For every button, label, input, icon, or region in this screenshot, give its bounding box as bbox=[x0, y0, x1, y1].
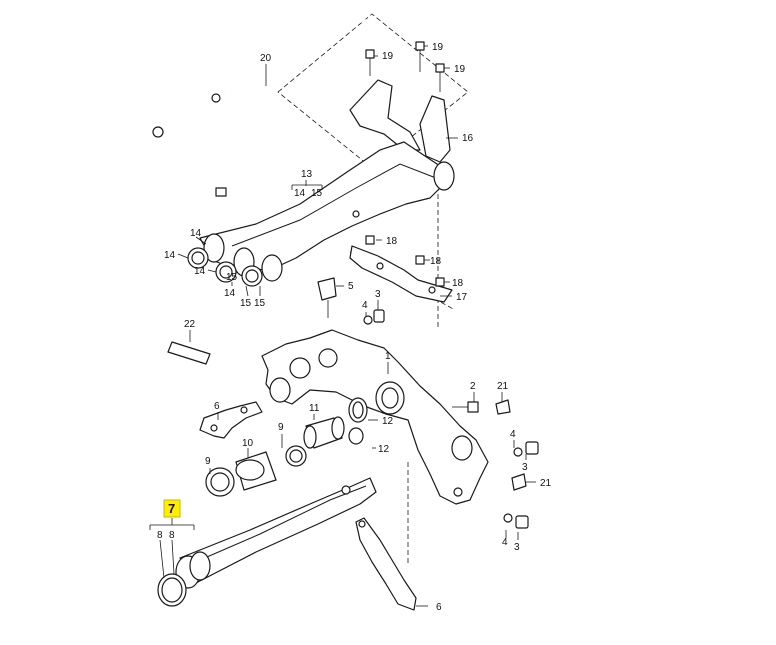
callout-3: 3 bbox=[514, 542, 520, 553]
callout-20: 20 bbox=[260, 53, 272, 64]
sleeve-10[interactable] bbox=[235, 451, 277, 491]
callout-14: 14 bbox=[294, 188, 306, 199]
callout-2: 2 bbox=[470, 381, 476, 392]
crossmember-13[interactable] bbox=[199, 141, 455, 282]
pipe-20[interactable] bbox=[152, 19, 367, 197]
callout-3: 3 bbox=[522, 462, 528, 473]
callout-15: 15 bbox=[240, 298, 252, 309]
callout-19: 19 bbox=[454, 64, 466, 75]
callout-15: 15 bbox=[254, 298, 266, 309]
gasket-6-left[interactable] bbox=[199, 401, 263, 439]
callout-22: 22 bbox=[184, 319, 196, 330]
callout-21: 21 bbox=[497, 381, 509, 392]
callout-16: 16 bbox=[462, 133, 474, 144]
seal-rings-14-15[interactable] bbox=[187, 247, 263, 287]
callout-9: 9 bbox=[205, 456, 211, 467]
sensor-5[interactable] bbox=[317, 277, 337, 318]
callout-15: 15 bbox=[311, 188, 323, 199]
callout-9: 9 bbox=[278, 422, 284, 433]
clamps-9[interactable] bbox=[205, 445, 307, 497]
callout-4: 4 bbox=[510, 429, 516, 440]
callout-11: 11 bbox=[309, 403, 320, 414]
callout-7-highlighted[interactable]: 7 bbox=[168, 501, 175, 516]
callout-21: 21 bbox=[540, 478, 552, 489]
callout-6: 6 bbox=[214, 401, 220, 412]
callout-14: 14 bbox=[164, 250, 176, 261]
callout-18: 18 bbox=[452, 278, 464, 289]
callout-5: 5 bbox=[348, 281, 354, 292]
callout-12: 12 bbox=[382, 416, 394, 427]
callout-12: 12 bbox=[378, 444, 390, 455]
tube-22[interactable] bbox=[167, 341, 211, 365]
plug-3-washer-4-top[interactable] bbox=[363, 309, 385, 325]
callout-10: 10 bbox=[242, 438, 254, 449]
bracket-17[interactable] bbox=[349, 245, 453, 303]
screws-18-19[interactable] bbox=[365, 41, 445, 287]
callout-19: 19 bbox=[382, 51, 394, 62]
callout-14: 14 bbox=[224, 288, 236, 299]
seal-rings-12[interactable] bbox=[348, 397, 368, 445]
callout-19: 19 bbox=[432, 42, 444, 53]
callout-14: 14 bbox=[190, 228, 202, 239]
callout-4: 4 bbox=[502, 537, 508, 548]
bolt-2-and-fittings-21[interactable] bbox=[452, 399, 527, 491]
callout-8: 8 bbox=[157, 530, 163, 541]
callout-14: 14 bbox=[194, 266, 206, 277]
gasket-6-bottom[interactable] bbox=[355, 517, 417, 611]
callout-8: 8 bbox=[169, 530, 175, 541]
bracket-16[interactable] bbox=[349, 79, 451, 163]
leader-lines bbox=[149, 45, 536, 607]
callout-4: 4 bbox=[362, 300, 368, 311]
callout-17: 17 bbox=[456, 292, 468, 303]
rings-8[interactable] bbox=[157, 573, 187, 607]
sleeve-11[interactable] bbox=[303, 416, 345, 449]
callout-18: 18 bbox=[430, 256, 442, 267]
callout-numbers: 20 19 19 19 16 13 14 15 14 14 14 15 14 1… bbox=[157, 42, 552, 613]
callout-18: 18 bbox=[386, 236, 398, 247]
manifold-1[interactable] bbox=[261, 329, 489, 505]
callout-3: 3 bbox=[375, 289, 381, 300]
highlight-box-7 bbox=[163, 499, 181, 518]
callout-1: 1 bbox=[385, 351, 391, 362]
pipe-7[interactable] bbox=[175, 477, 377, 589]
callout-15: 15 bbox=[226, 272, 238, 283]
plugs-3-washers-4-right[interactable] bbox=[503, 441, 539, 529]
callout-6: 6 bbox=[436, 602, 442, 613]
callout-13: 13 bbox=[301, 169, 313, 180]
